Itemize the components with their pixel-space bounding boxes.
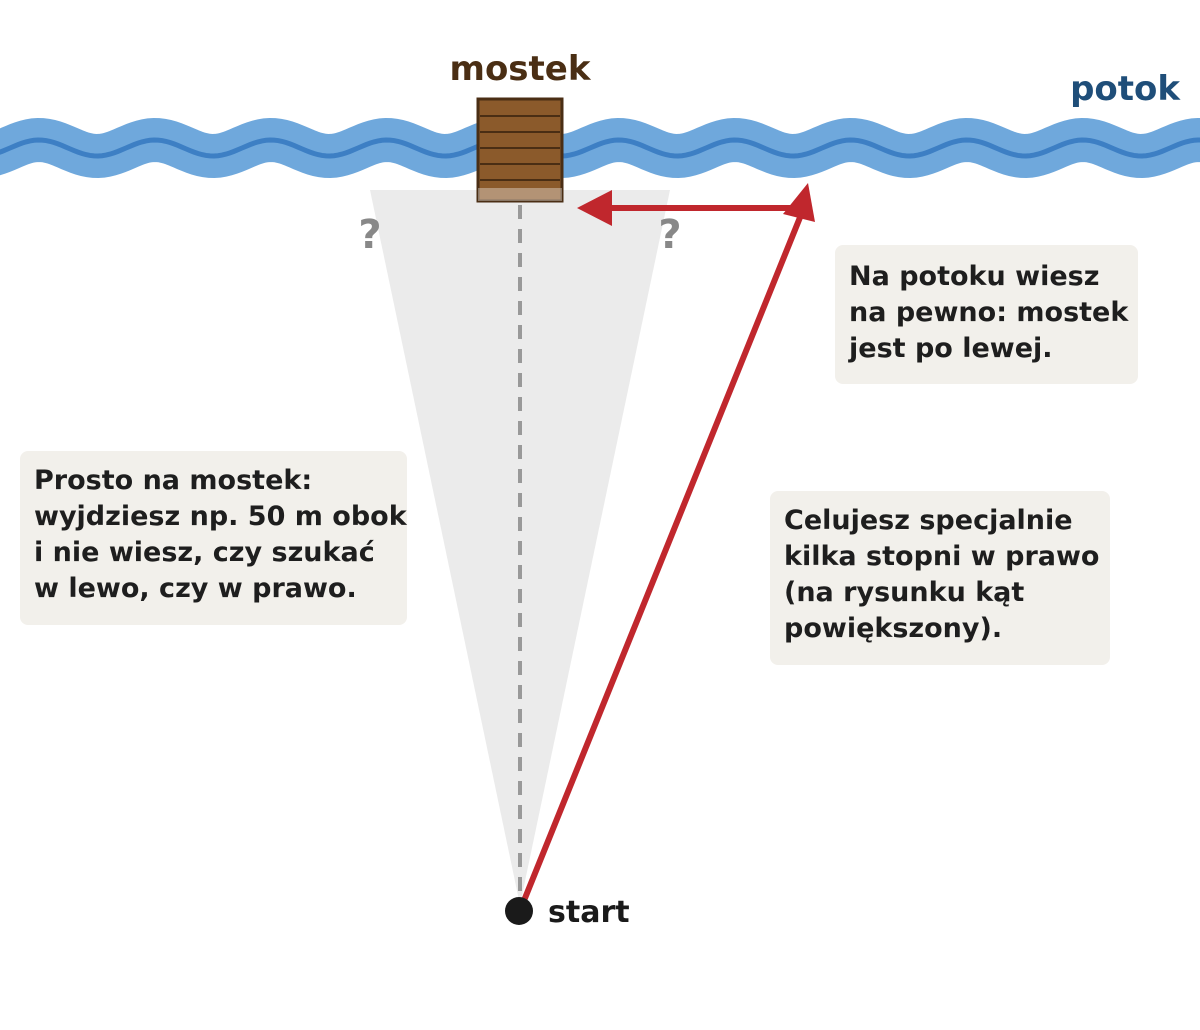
- stream-label: potok: [1070, 69, 1181, 109]
- start-point: [505, 897, 533, 925]
- note-line: (na rysunku kąt: [784, 577, 1025, 608]
- note-line: w lewo, czy w prawo.: [34, 573, 357, 604]
- note-line: kilka stopni w prawo: [784, 541, 1100, 572]
- note-line: i nie wiesz, czy szukać: [34, 537, 375, 568]
- note-line: powiększony).: [784, 613, 1003, 644]
- aimed-route-line: [518, 208, 806, 910]
- route-arrowhead-up-icon: [783, 183, 815, 222]
- note-straight-approach: Prosto na mostek: wyjdziesz np. 50 m obok…: [20, 451, 407, 625]
- note-on-stream: Na potoku wiesz na pewno: mostek jest po l…: [835, 245, 1138, 384]
- stream-center-line: [0, 137, 1200, 159]
- note-line: jest po lewej.: [849, 333, 1053, 364]
- bridge-label: mostek: [450, 49, 592, 89]
- bridge-icon: [476, 97, 564, 203]
- note-line: Celujesz specjalnie: [784, 505, 1073, 536]
- note-line: na pewno: mostek: [849, 297, 1129, 328]
- note-line: Prosto na mostek:: [34, 465, 313, 496]
- start-label: start: [548, 895, 630, 930]
- note-aim-right: Celujesz specjalnie kilka stopni w prawo (…: [770, 491, 1110, 665]
- stream-walk-arrowhead-left-icon: [577, 190, 612, 226]
- note-line: wyjdziesz np. 50 m obok: [34, 501, 407, 532]
- question-left: ?: [358, 212, 381, 258]
- question-right: ?: [658, 212, 681, 258]
- note-line: Na potoku wiesz: [849, 261, 1100, 292]
